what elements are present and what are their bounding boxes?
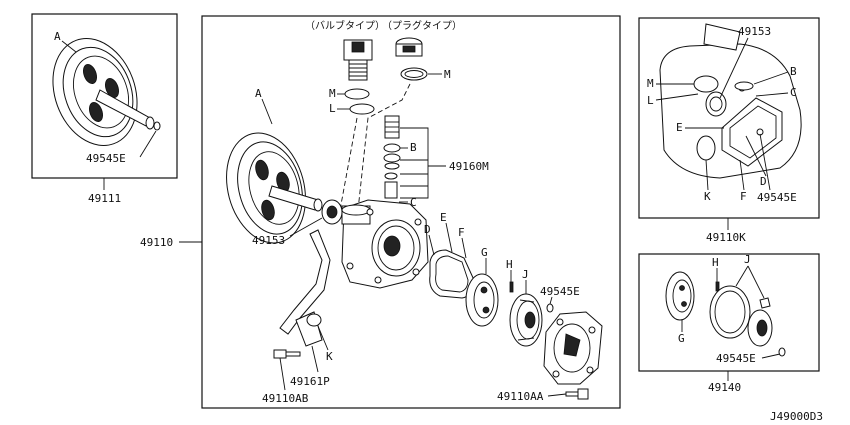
variant-valve-label: （バルブタイプ） xyxy=(305,19,385,32)
label-d: D xyxy=(424,223,431,236)
label-m-plug: M xyxy=(444,68,451,81)
label-m-valve: M xyxy=(329,87,336,100)
label-49110ab: 49110AB xyxy=(262,392,309,405)
pin-h-icon xyxy=(509,281,514,293)
valve-stack-illustration xyxy=(383,115,401,199)
label-h: H xyxy=(506,258,513,271)
label-e-detail: E xyxy=(676,121,683,134)
leader-j-140 xyxy=(735,265,765,299)
panel-49110k: 49153 M L B C E D K F 49545E 49110K xyxy=(638,17,820,244)
label-g: G xyxy=(481,246,488,259)
label-d-detail: D xyxy=(760,175,767,188)
label-49545e-detail: 49545E xyxy=(757,191,797,204)
label-h-140: H xyxy=(712,256,719,269)
label-49545e-140: 49545E xyxy=(716,352,756,365)
label-c: C xyxy=(410,196,417,209)
pump-body-illustration xyxy=(341,199,429,289)
label-k-detail: K xyxy=(704,190,711,203)
label-49110aa: 49110AA xyxy=(497,390,544,403)
bolt-49110ab-icon xyxy=(273,349,301,359)
label-49160m: 49160M xyxy=(449,160,489,173)
panel-49140: H J G 49545E 49140 xyxy=(638,253,820,394)
clip-49545e-main-icon xyxy=(546,303,554,313)
label-l-detail: L xyxy=(647,94,654,107)
panel-49110k-frame xyxy=(638,17,820,219)
label-c-detail: C xyxy=(790,86,797,99)
panel-49110-frame xyxy=(201,15,621,409)
pump-body-detail-illustration xyxy=(659,23,802,179)
variant-plug-label: （プラグタイプ） xyxy=(382,19,462,32)
rotor-j-detail-icon xyxy=(747,309,773,347)
label-f: F xyxy=(458,226,465,239)
pulley-illustration xyxy=(52,38,155,146)
plug-cap-illustration xyxy=(395,37,428,81)
bracket-49160m xyxy=(400,127,429,199)
dashed-leader-plug xyxy=(357,83,411,211)
clip-49545e-detail-icon xyxy=(778,347,786,357)
o-ring-l-icon xyxy=(349,103,375,115)
panel-49140-frame xyxy=(638,253,820,372)
assembly-49140: 49140 xyxy=(708,381,741,394)
o-ring-k-icon xyxy=(306,313,322,327)
ring-j-detail-icon xyxy=(709,285,751,339)
bolt-49110aa-icon xyxy=(565,388,589,400)
label-g-140: G xyxy=(678,332,685,345)
cam-ring-g-icon xyxy=(465,273,499,327)
assembly-49110: 49110 xyxy=(140,236,173,249)
o-ring-b-detail-icon xyxy=(734,81,754,91)
assembly-49111: 49111 xyxy=(88,192,121,205)
label-l-valve: L xyxy=(329,102,336,115)
suction-hose-illustration xyxy=(279,229,331,335)
label-49545e: 49545E xyxy=(86,152,126,165)
o-ring-m-icon xyxy=(344,88,370,100)
main-pulley-illustration xyxy=(226,132,323,244)
label-e: E xyxy=(440,211,447,224)
pin-h-detail-icon xyxy=(715,281,720,292)
panel-49111: A 49545E 49111 xyxy=(31,13,178,205)
label-a-main: A xyxy=(255,87,262,100)
assembly-49110k: 49110K xyxy=(706,231,746,244)
rear-cover-illustration xyxy=(543,311,603,385)
panel-49110: 49110 （バルブタイプ） （プラグタイプ） M M L xyxy=(140,15,621,409)
cam-ring-g-detail-icon xyxy=(665,271,695,321)
label-49153-detail: 49153 xyxy=(738,25,771,38)
label-j-140: J xyxy=(744,253,751,266)
label-49153: 49153 xyxy=(252,234,285,247)
label-a: A xyxy=(54,30,61,43)
dashed-leader-valve xyxy=(339,117,358,211)
vane-j-detail-icon xyxy=(759,297,771,309)
panel-49111-frame xyxy=(31,13,178,179)
label-j: J xyxy=(522,268,529,281)
valve-cap-illustration xyxy=(343,39,373,81)
label-49545e-main: 49545E xyxy=(540,285,580,298)
clip-49545e-icon xyxy=(153,121,161,131)
label-49161p: 49161P xyxy=(290,375,330,388)
label-m-detail: M xyxy=(647,77,654,90)
diagram-code: J49000D3 xyxy=(770,410,823,423)
label-f-detail: F xyxy=(740,190,747,203)
label-b-detail: B xyxy=(790,65,797,78)
label-b: B xyxy=(410,141,417,154)
label-k: K xyxy=(326,350,333,363)
rotor-j-icon xyxy=(509,293,543,347)
